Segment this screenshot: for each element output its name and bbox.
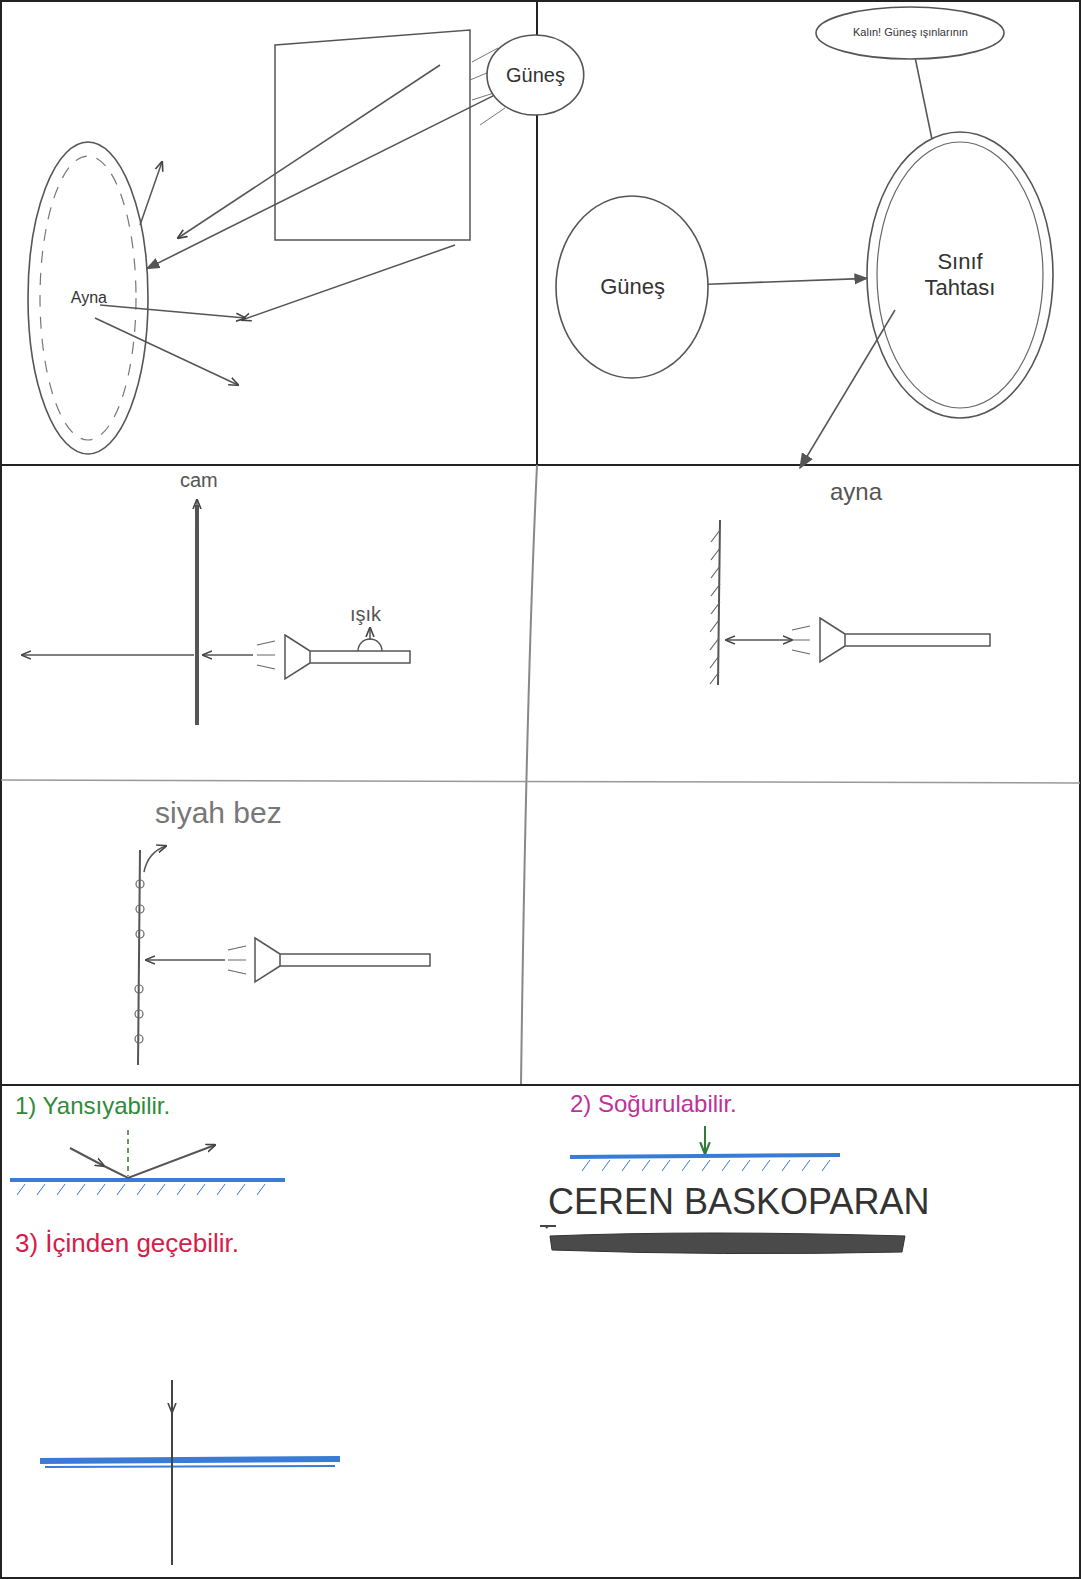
scribble (550, 1233, 905, 1254)
reflected-ray (140, 162, 162, 225)
light-lines (257, 641, 275, 669)
sun-circle-border (487, 35, 584, 115)
board-ellipse-inner (877, 142, 1043, 408)
sun-circle-border (556, 196, 708, 378)
leader-arrow (144, 846, 166, 872)
part-label: cam (180, 468, 218, 492)
connector-arrow (147, 96, 494, 269)
text-holder: Kalın! Güneş ışınlarının (853, 26, 969, 39)
surface (40, 1459, 340, 1461)
light-ray (242, 245, 455, 320)
part-label: ayna (830, 478, 882, 507)
author-name: CEREN BASKOPARAN (548, 1180, 929, 1223)
connector-arrow (708, 278, 867, 284)
light-lines (228, 946, 246, 974)
divider (1, 464, 1080, 466)
sun-circle: Güneş (554, 194, 710, 380)
node-text: Kalın! Güneş ışınlarının (853, 26, 969, 39)
leader-arrow (196, 500, 198, 525)
underline-mark (540, 1226, 556, 1228)
flashlight (285, 635, 410, 679)
surface-hatch (582, 1160, 830, 1171)
node-text: Sınıf Tahtası (900, 249, 1020, 302)
passing-ray (171, 1412, 173, 1565)
light-lines (792, 626, 810, 654)
mirror-ellipse-border (28, 142, 148, 454)
note-text: 3) İçinden geçebilir. (15, 1228, 239, 1259)
leader-arrow (369, 628, 371, 640)
surface (10, 1178, 285, 1182)
cloth-line (138, 850, 140, 1065)
reflected-ray (100, 305, 245, 318)
surface-hatch (17, 1184, 265, 1195)
text-holder: Güneş (506, 63, 566, 87)
passing-ray (171, 1380, 173, 1412)
board-ellipse: Sınıf Tahtası (865, 130, 1055, 420)
divider (521, 465, 537, 1085)
sun-circle: Güneş (485, 33, 586, 117)
sun-window (275, 30, 470, 240)
mirror-inner (40, 156, 136, 440)
text-holder: Güneş (600, 274, 666, 300)
reflected-ray (104, 1145, 215, 1178)
flashlight-button (358, 639, 382, 651)
connector-arrow (915, 59, 931, 139)
light-ray (726, 639, 792, 641)
glass-pane (195, 505, 199, 725)
mirror-ellipse: Ayna (26, 140, 150, 456)
node-text: Güneş (506, 63, 566, 87)
note-text: 2) Soğurulabilir. (570, 1090, 737, 1119)
flashlight (820, 618, 990, 662)
part-label: siyah bez (155, 795, 282, 831)
cloth-texture (135, 880, 144, 1043)
node-text: Güneş (600, 274, 666, 300)
divider (1, 1084, 1080, 1086)
surface (570, 1155, 840, 1157)
incident-ray (70, 1148, 104, 1166)
text-holder: Sınıf Tahtası (900, 249, 1020, 302)
part-label: ışık (350, 602, 381, 626)
divider (1, 780, 1080, 783)
normal-line (127, 1130, 129, 1176)
callout-bubble-border (816, 7, 1004, 59)
light-ray (203, 654, 253, 656)
board-ellipse-border (867, 132, 1053, 418)
mirror-hatch (710, 530, 720, 684)
callout-bubble: Kalın! Güneş ışınlarının (814, 5, 1006, 61)
light-ray (22, 654, 194, 656)
reflected-ray (800, 310, 895, 468)
light-ray (178, 65, 440, 238)
note-text: 1) Yansıyabilir. (15, 1092, 170, 1121)
reflected-ray (95, 318, 238, 385)
surface (45, 1466, 335, 1467)
absorbed-ray (704, 1126, 706, 1153)
node-text: Ayna (70, 288, 108, 307)
light-ray (146, 959, 225, 961)
flashlight (255, 938, 430, 982)
text-holder: Ayna (70, 288, 108, 307)
